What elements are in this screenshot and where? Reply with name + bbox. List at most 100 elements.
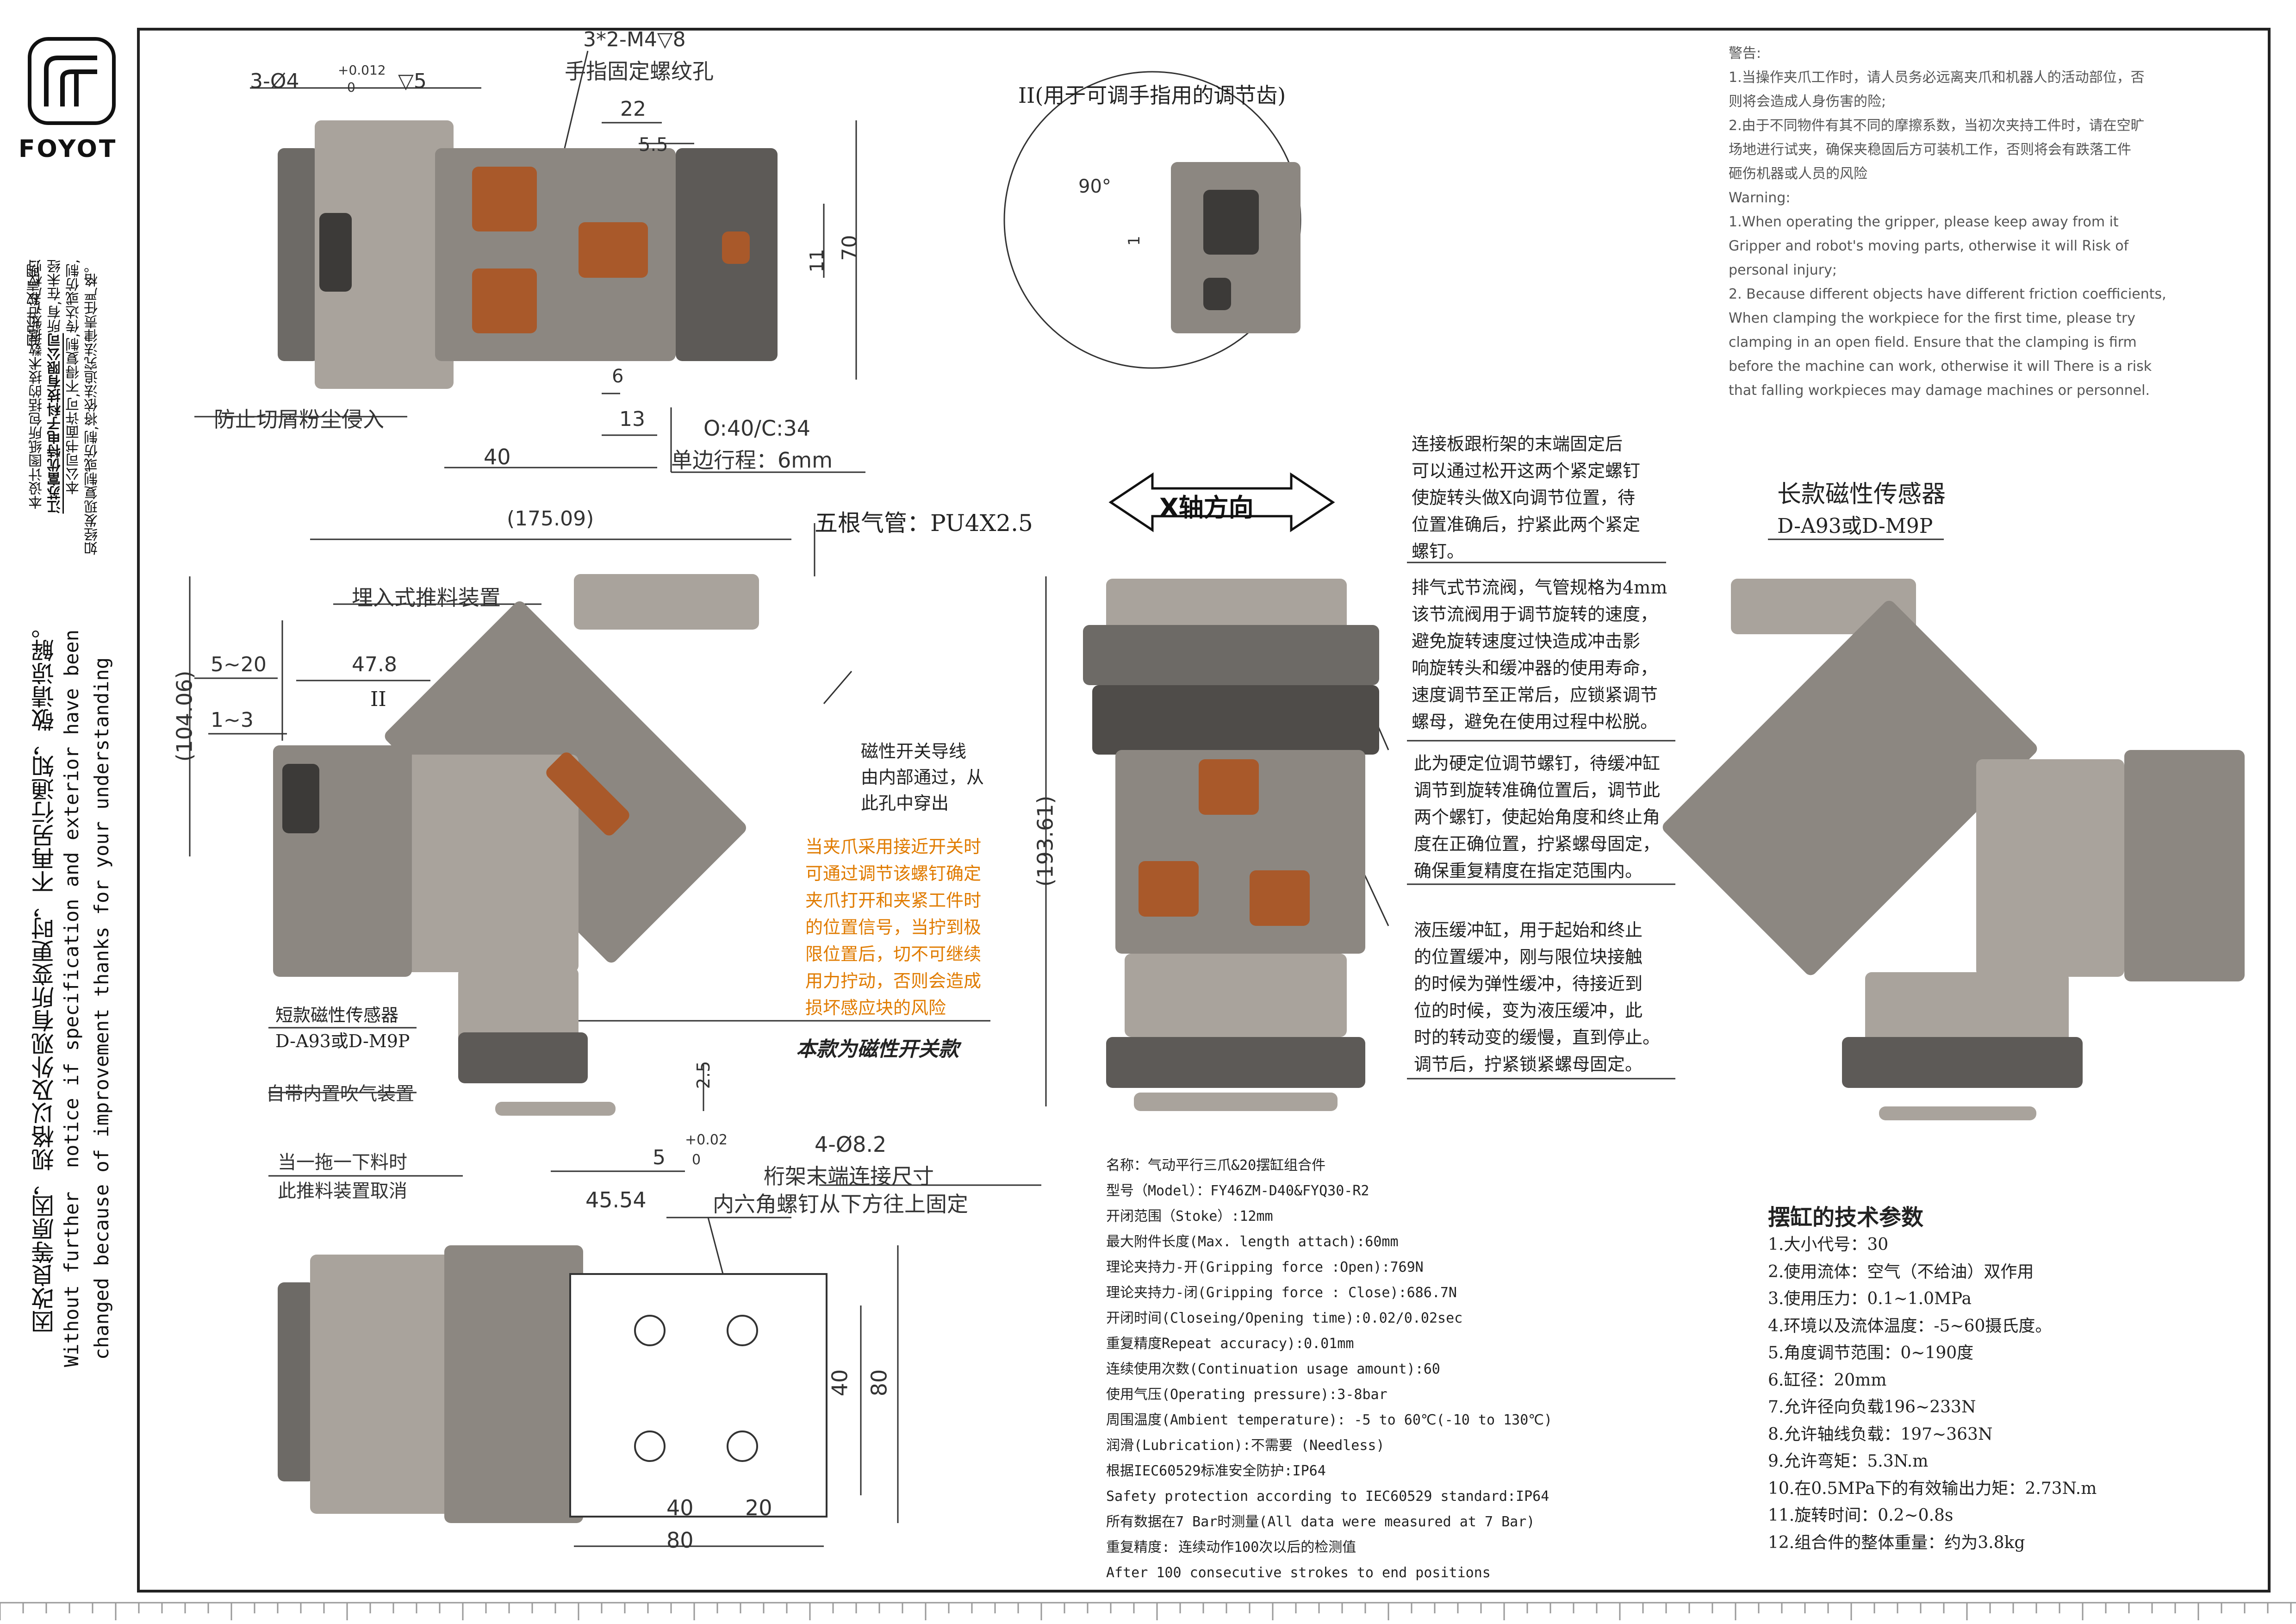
orange-line-4: 的位置信号，当拧到极	[805, 917, 982, 937]
short-sensor-note: 短款磁性传感器 D-A93或D-M9P	[275, 1002, 410, 1054]
cylinder-line: 6.缸径：20mm	[1768, 1370, 1887, 1390]
spec-line: 最大附件长度(Max. length attach):60mm	[1106, 1234, 1399, 1250]
label-ii: II	[370, 687, 386, 711]
drawing-frame	[137, 28, 2271, 1593]
note2-line: 该节流阀用于调节旋转的速度，	[1412, 604, 1658, 625]
cylinder-line: 10.在0.5MPa下的有效输出力矩：2.73N.m	[1768, 1479, 2097, 1498]
warning-en3: personal injury;	[1729, 262, 1837, 278]
cylinder-line: 11.旋转时间：0.2~0.8s	[1768, 1506, 1954, 1525]
spec-line: After 100 consecutive strokes to end pos…	[1106, 1565, 1491, 1581]
stroke-oc: O:40/C:34	[703, 416, 811, 441]
warning-cn5: 砸伤机器或人员的风险	[1729, 166, 1867, 182]
dim-6: 6	[612, 366, 624, 387]
stroke-single: 单边行程：6mm	[671, 448, 833, 473]
air-tubes: 五根气管：PU4X2.5	[815, 510, 1033, 537]
cylinder-line: 8.允许轴线负载：197~363N	[1768, 1424, 1993, 1444]
detail-title: II(用于可调手指用的调节齿)	[1018, 83, 1286, 108]
detail-angle: 90°	[1078, 176, 1111, 197]
cylinder-line: 1.大小代号：30	[1768, 1235, 1889, 1254]
push-cancel-note: 当一拖一下料时 此推料装置取消	[278, 1148, 407, 1206]
dim-5-20: 5~20	[211, 653, 267, 676]
proximity-note: 当夹爪采用接近开关时 可通过调节该螺钉确定 夹爪打开和夹紧工件时 的位置信号，当…	[805, 833, 981, 1021]
note3-line: 调节到旋转准确位置后，调节此	[1414, 780, 1661, 800]
dim-22: 22	[620, 97, 646, 121]
spec-line: 型号（Model）：FY46ZM-D40&FYQ30-R2	[1106, 1183, 1369, 1199]
detail-view-drawing	[1171, 153, 1310, 347]
pin-spec: 4-Ø8.2	[815, 1132, 887, 1157]
warning-title-cn: 警告:	[1729, 45, 1761, 62]
screw-spec: 3*2-M4▽8	[583, 28, 686, 51]
warning-cn2: 则将会造成人身伤害的险;	[1729, 94, 1886, 110]
push-cancel-1: 当一拖一下料时	[278, 1152, 407, 1173]
spec-line: 理论夹持力-闭(Gripping force : Close):686.7N	[1106, 1285, 1457, 1301]
warning-en1: 1.When operating the gripper, please kee…	[1729, 214, 2119, 230]
dim-47-8: 47.8	[352, 653, 397, 676]
sensor-wire-note: 磁性开关导线 由内部通过，从 此孔中穿出	[861, 738, 984, 816]
hole-tol-lower: 0	[347, 80, 355, 95]
spec-line: 理论夹持力-开(Gripping force :Open):769N	[1106, 1259, 1424, 1275]
dim-1-3: 1~3	[211, 708, 254, 732]
note-hydraulic-buffer: 液压缓冲缸，用于起始和终止 的位置缓冲，刚与限位块接触 的时候为弹性缓冲，待接近…	[1414, 917, 1660, 1078]
note2-line: 螺母，避免在使用过程中松脱。	[1412, 712, 1658, 732]
note1-line: 螺钉。	[1412, 541, 1465, 562]
dim-45-54: 45.54	[585, 1187, 647, 1212]
orange-line-7: 损坏感应块的风险	[805, 998, 946, 1018]
hex-screw: 内六角螺钉从下方往上固定	[713, 1192, 968, 1217]
spec-line: Safety protection according to IEC60529 …	[1106, 1488, 1549, 1505]
orange-line-5: 限位置后，切不可继续	[805, 944, 982, 964]
orange-line-3: 夹爪打开和夹紧工件时	[805, 890, 982, 911]
orange-line-2: 可通过调节该螺钉确定	[805, 863, 982, 884]
orange-line-1: 当夹爪采用接近开关时	[805, 837, 982, 857]
spec-line: 润滑(Lubrication):不需要 (Needless)	[1106, 1437, 1385, 1454]
note2-line: 速度调节至正常后，应锁紧调节	[1412, 685, 1658, 705]
note4-line: 的位置缓冲，刚与限位块接触	[1414, 947, 1643, 967]
note4-line: 时的转动变的缓慢，直到停止。	[1414, 1027, 1661, 1048]
note4-line: 的时候为弹性缓冲，待接近到	[1414, 974, 1643, 994]
sensor-wire-3: 此孔中穿出	[861, 793, 949, 813]
dim-40-horizontal: 40	[666, 1495, 694, 1520]
dim-40-top: 40	[484, 444, 511, 469]
warning-cn3: 2.由于不同物件有其不同的摩擦系数，当初次夹持工件时，请在空旷	[1729, 118, 2145, 134]
dim-80-horizontal: 80	[666, 1528, 694, 1553]
warning-title-en: Warning:	[1729, 190, 1791, 206]
air-blow-label: 自带内置吹气装置	[266, 1083, 414, 1105]
bottom-view-drawing	[278, 1241, 833, 1528]
magnetic-switch-label: 本款为磁性开关款	[796, 1037, 959, 1061]
long-sensor-title: 长款磁性传感器	[1777, 481, 1946, 508]
foyot-logo-icon	[28, 37, 116, 125]
note2-line: 排气式节流阀，气管规格为4mm	[1412, 577, 1668, 598]
warning-en4: 2. Because different objects have differ…	[1729, 286, 2166, 302]
gripper-specs: 名称：气动平行三爪&20摆缸组合件 型号（Model）：FY46ZM-D40&F…	[1106, 1153, 1552, 1586]
note1-line: 使旋转头做X向调节位置，待	[1412, 487, 1636, 508]
dim-5-5: 5.5	[639, 134, 668, 156]
dust-label: 防止切屑粉尘侵入	[214, 407, 384, 432]
x-axis-label: X轴方向	[1159, 493, 1254, 522]
middle-view-drawing	[1078, 574, 1393, 1139]
note-throttle-valve: 排气式节流阀，气管规格为4mm 该节流阀用于调节旋转的速度， 避免旋转速度过快造…	[1412, 574, 1667, 735]
note-x-adjust: 连接板跟桁架的末端固定后 可以通过松开这两个紧定螺钉 使旋转头做X向调节位置，待…	[1412, 431, 1640, 565]
note4-line: 位的时候，变为液压缓冲，此	[1414, 1000, 1643, 1021]
short-sensor-1: 短款磁性传感器	[275, 1005, 399, 1025]
note3-line: 度在正确位置，拧紧螺母固定，	[1414, 834, 1661, 854]
spec-line: 开闭时间(Closeing/Opening time):0.02/0.02sec	[1106, 1310, 1463, 1326]
front-view-drawing	[264, 569, 819, 1143]
spec-line: 开闭范围（Stoke）:12mm	[1106, 1208, 1273, 1224]
cylinder-line: 2.使用流体：空气（不给油）双作用	[1768, 1262, 2034, 1281]
hole-spec-text: 3-Ø4	[250, 69, 299, 93]
spec-line: 使用气压(Operating pressure):3-8bar	[1106, 1387, 1388, 1403]
note2-line: 避免旋转速度过快造成冲击影	[1412, 631, 1641, 651]
note-hard-stop: 此为硬定位调节螺钉，待缓冲缸 调节到旋转准确位置后，调节此 两个螺钉，使起始角度…	[1414, 750, 1660, 884]
note3-line: 此为硬定位调节螺钉，待缓冲缸	[1414, 753, 1661, 774]
spec-line: 周围温度(Ambient temperature): -5 to 60℃(-10…	[1106, 1412, 1553, 1428]
note4-line: 液压缓冲缸，用于起始和终止	[1414, 920, 1643, 940]
note1-line: 位置准确后，拧紧此两个紧定	[1412, 514, 1641, 535]
note4-line: 调节后，拧紧锁紧螺母固定。	[1414, 1054, 1643, 1074]
spec-line: 名称：气动平行三爪&20摆缸组合件	[1106, 1157, 1326, 1174]
cylinder-params: 1.大小代号：30 2.使用流体：空气（不给油）双作用 3.使用压力：0.1~1…	[1768, 1231, 2097, 1556]
dim-20-horizontal: 20	[745, 1495, 772, 1520]
dim-5-bottom: 5	[653, 1146, 666, 1169]
cylinder-line: 5.角度调节范围：0~190度	[1768, 1343, 1974, 1362]
cylinder-line: 9.允许弯矩：5.3N.m	[1768, 1452, 1929, 1471]
dim-13: 13	[619, 407, 645, 431]
screw-label: 手指固定螺纹孔	[565, 59, 714, 84]
